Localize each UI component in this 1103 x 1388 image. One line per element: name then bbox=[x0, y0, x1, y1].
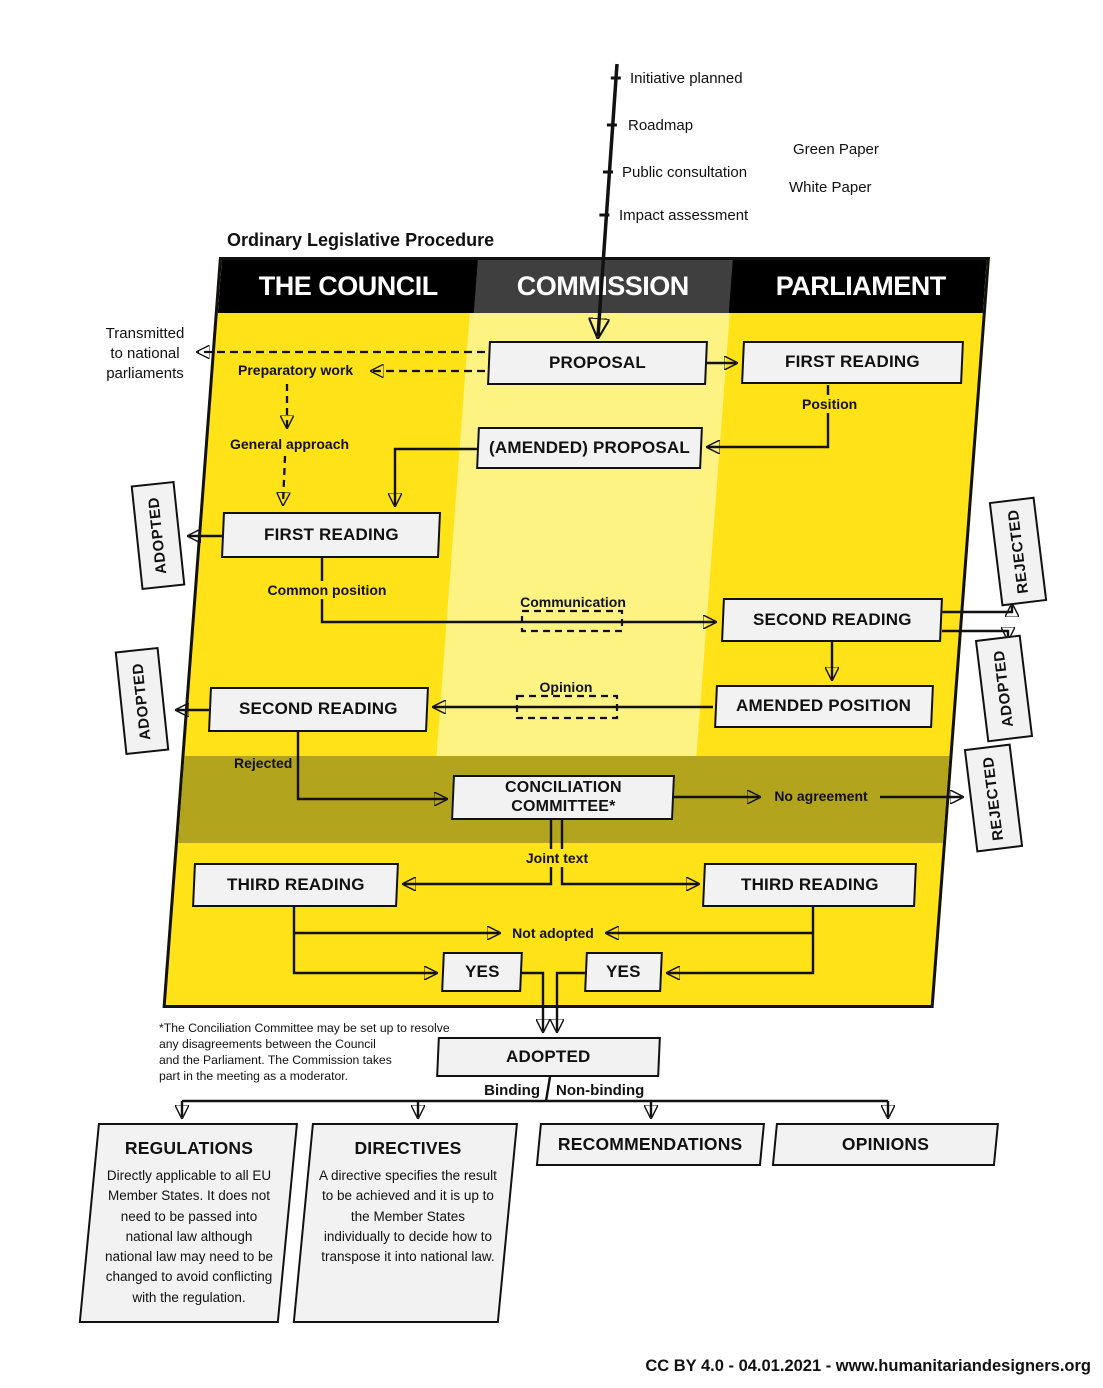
opinions-box: OPINIONS bbox=[771, 1123, 999, 1166]
position-label: Position bbox=[799, 395, 857, 413]
not-adopted-label: Not adopted bbox=[512, 925, 594, 941]
second-reading-parliament-box: SECOND READING bbox=[721, 598, 943, 642]
amended-position-box: AMENDED POSITION bbox=[714, 685, 934, 728]
credit-footer: CC BY 4.0 - 04.01.2021 - www.humanitaria… bbox=[645, 1357, 1091, 1375]
common-position-label: Common position bbox=[260, 581, 394, 599]
general-approach-label: General approach bbox=[230, 436, 350, 452]
timeline-ticks bbox=[599, 76, 621, 217]
timeline-item-impact: Impact assessment bbox=[619, 207, 749, 224]
page-title: Ordinary Legislative Procedure bbox=[227, 230, 495, 250]
communication-label: Communication bbox=[520, 594, 626, 610]
rejected-label: Rejected bbox=[234, 755, 293, 771]
third-reading-parliament-box: THIRD READING bbox=[702, 863, 917, 907]
opinion-label: Opinion bbox=[539, 679, 593, 695]
directives-box: DIRECTIVES A directive specifies the res… bbox=[292, 1123, 518, 1323]
communication-dashed-box bbox=[520, 609, 624, 633]
preparatory-work-label: Preparatory work bbox=[238, 362, 354, 378]
green-paper-label: Green Paper bbox=[793, 141, 879, 158]
non-binding-label: Non-binding bbox=[556, 1082, 645, 1099]
yes-council-box: YES bbox=[441, 952, 523, 992]
white-paper-label: White Paper bbox=[789, 179, 872, 196]
proposal-box: PROPOSAL bbox=[487, 341, 708, 385]
opinions-title: OPINIONS bbox=[841, 1134, 930, 1154]
recommendations-box: RECOMMENDATIONS bbox=[535, 1123, 765, 1166]
opinion-dashed-box bbox=[515, 694, 619, 720]
timeline-item-initiative: Initiative planned bbox=[630, 70, 743, 87]
timeline-item-roadmap: Roadmap bbox=[628, 117, 694, 134]
first-reading-council-box: FIRST READING bbox=[220, 512, 442, 558]
timeline-line bbox=[598, 63, 619, 336]
first-reading-parliament-box: FIRST READING bbox=[741, 341, 964, 384]
adopted-final-box: ADOPTED bbox=[436, 1037, 661, 1077]
directives-title: DIRECTIVES bbox=[354, 1138, 462, 1158]
no-agreement-label: No agreement bbox=[774, 788, 868, 804]
second-reading-council-box: SECOND READING bbox=[208, 687, 429, 732]
joint-text-label: Joint text bbox=[519, 849, 595, 867]
directives-body: A directive specifies the result to be a… bbox=[319, 1168, 497, 1264]
regulations-title: REGULATIONS bbox=[124, 1138, 254, 1158]
amended-proposal-box: (AMENDED) PROPOSAL bbox=[476, 427, 703, 469]
yes-parliament-box: YES bbox=[584, 952, 663, 992]
regulations-box: REGULATIONS Directly applicable to all E… bbox=[78, 1123, 298, 1323]
timeline-item-consultation: Public consultation bbox=[622, 164, 748, 181]
binding-label: Binding bbox=[484, 1082, 540, 1099]
conciliation-footnote: *The Conciliation Committee may be set u… bbox=[159, 1021, 450, 1084]
transmitted-label: Transmitted to national parliaments bbox=[105, 325, 185, 383]
recommendations-title: RECOMMENDATIONS bbox=[558, 1134, 743, 1154]
regulations-body: Directly applicable to all EU Member Sta… bbox=[104, 1168, 274, 1305]
third-reading-council-box: THIRD READING bbox=[192, 863, 399, 907]
